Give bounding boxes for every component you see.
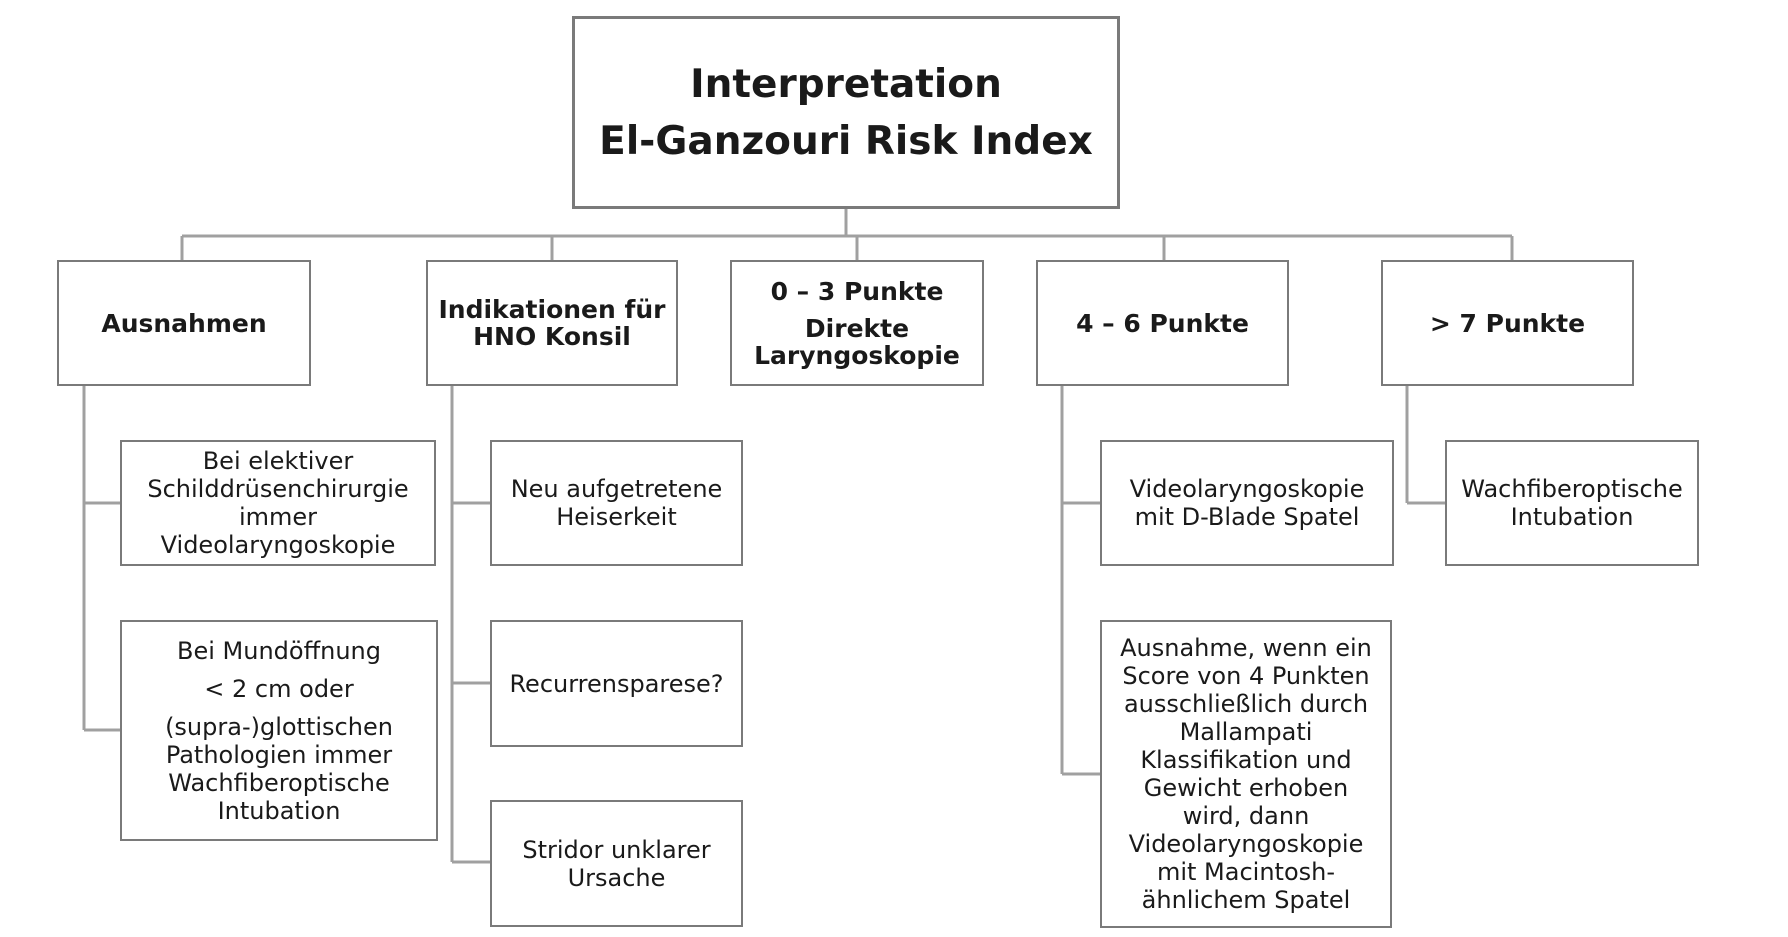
item-line: Bei Mundöffnung bbox=[177, 636, 381, 665]
diagram-title-box: Interpretation El-Ganzouri Risk Index bbox=[572, 16, 1120, 209]
ausnahmen-item-schilddruese: Bei elektiver Schilddrüsenchirurgie imme… bbox=[120, 440, 436, 566]
item-line: Ausnahme, wenn ein bbox=[1120, 634, 1372, 662]
item-line: Intubation bbox=[1510, 503, 1634, 531]
item-line: (supra-)glottischen bbox=[165, 712, 393, 741]
category-ausnahmen: Ausnahmen bbox=[57, 260, 311, 386]
item-line: Bei elektiver bbox=[202, 447, 354, 475]
category-indikationen-line1: Indikationen für bbox=[438, 295, 666, 324]
diagram-title-line2: El-Ganzouri Risk Index bbox=[599, 118, 1093, 164]
item-line: Intubation bbox=[217, 796, 341, 825]
item-line: ähnlichem Spatel bbox=[1141, 886, 1351, 914]
item-line: Score von 4 Punkten bbox=[1122, 662, 1370, 690]
category-ausnahmen-label: Ausnahmen bbox=[101, 308, 267, 338]
category-punkte-4-6-label: 4 – 6 Punkte bbox=[1076, 308, 1249, 338]
item-line: Stridor unklarer bbox=[522, 835, 711, 864]
item-line: Gewicht erhoben bbox=[1143, 774, 1349, 802]
item-line: wird, dann bbox=[1182, 802, 1310, 830]
punkte-4-6-item-ausnahme: Ausnahme, wenn ein Score von 4 Punkten a… bbox=[1100, 620, 1392, 928]
item-line: Mallampati bbox=[1179, 718, 1313, 746]
item-line: Videolaryngoskopie bbox=[160, 531, 396, 559]
item-line: mit D-Blade Spatel bbox=[1134, 503, 1360, 531]
indikationen-item-heiserkeit: Neu aufgetretene Heiserkeit bbox=[490, 440, 743, 566]
item-line: Wachfiberoptische bbox=[168, 768, 390, 797]
item-line: < 2 cm oder bbox=[204, 674, 354, 703]
punkte-7-item-wachfiberoptisch: Wachfiberoptische Intubation bbox=[1445, 440, 1699, 566]
item-line: ausschließlich durch bbox=[1123, 690, 1369, 718]
category-indikationen-line2: HNO Konsil bbox=[473, 322, 631, 351]
item-line: Videolaryngoskopie bbox=[1129, 475, 1365, 503]
category-punkte-7: > 7 Punkte bbox=[1381, 260, 1634, 386]
item-line: Neu aufgetretene bbox=[510, 475, 723, 503]
item-line: Ursache bbox=[567, 863, 666, 892]
category-punkte-7-label: > 7 Punkte bbox=[1429, 308, 1586, 338]
category-punkte-4-6: 4 – 6 Punkte bbox=[1036, 260, 1289, 386]
punkte-4-6-item-dblade: Videolaryngoskopie mit D-Blade Spatel bbox=[1100, 440, 1394, 566]
item-line: Pathologien immer bbox=[165, 740, 393, 769]
category-punkte-0-3-line1: 0 – 3 Punkte bbox=[770, 276, 944, 306]
item-line: Wachfiberoptische bbox=[1461, 475, 1683, 503]
category-indikationen: Indikationen für HNO Konsil bbox=[426, 260, 678, 386]
item-line: immer bbox=[238, 503, 318, 531]
item-line: Schilddrüsenchirurgie bbox=[147, 475, 409, 503]
item-line: Videolaryngoskopie bbox=[1128, 830, 1364, 858]
item-line: mit Macintosh- bbox=[1156, 858, 1336, 886]
category-punkte-0-3: 0 – 3 Punkte Direkte Laryngoskopie bbox=[730, 260, 984, 386]
category-punkte-0-3-line3: Laryngoskopie bbox=[754, 340, 960, 370]
item-line: Klassifikation und bbox=[1140, 746, 1352, 774]
category-punkte-0-3-line2: Direkte bbox=[804, 313, 910, 343]
indikationen-item-stridor: Stridor unklarer Ursache bbox=[490, 800, 743, 927]
diagram-title-line1: Interpretation bbox=[690, 61, 1002, 107]
item-line: Recurrensparese? bbox=[509, 669, 724, 698]
item-line: Heiserkeit bbox=[556, 503, 677, 531]
ausnahmen-item-mundoeffnung: Bei Mundöffnung < 2 cm oder (supra-)glot… bbox=[120, 620, 438, 841]
indikationen-item-recurrensparese: Recurrensparese? bbox=[490, 620, 743, 747]
